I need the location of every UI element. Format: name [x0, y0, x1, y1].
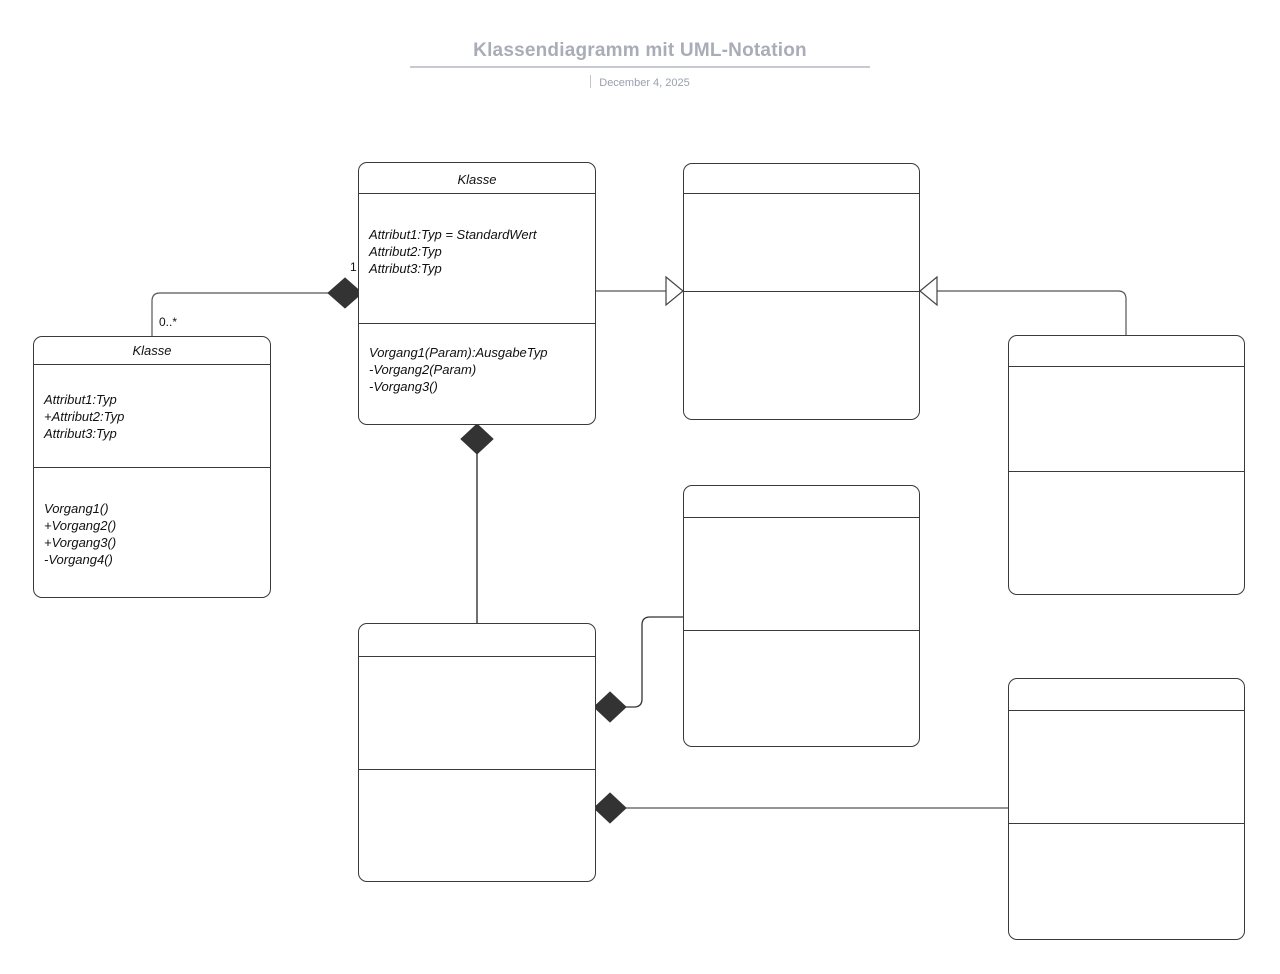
uml-class-box-middle-right[interactable]: [683, 485, 920, 747]
uml-class-box-top-right[interactable]: [683, 163, 920, 420]
class-compartment-divider: [34, 467, 270, 468]
class-compartment-divider: [359, 769, 595, 770]
class-compartment-divider: [684, 517, 919, 518]
class-compartment-divider: [1009, 823, 1244, 824]
class-compartment-divider: [684, 193, 919, 194]
class-name-label: Klasse: [457, 172, 497, 187]
composition-diamond-bottomright: [593, 792, 627, 824]
class-compartment-divider: [359, 656, 595, 657]
generalization-arrow-right-icon: [919, 275, 938, 307]
class-compartment-divider: [359, 193, 595, 194]
document-date-label: December 4, 2025: [599, 77, 690, 89]
composition-diamond-left: [327, 277, 363, 309]
date-tick-icon: [590, 75, 592, 88]
class-compartment-divider: [684, 291, 919, 292]
uml-class-box-far-right[interactable]: [1008, 335, 1245, 595]
class-compartment-divider: [684, 630, 919, 631]
uml-class-box-bottom-right[interactable]: [1008, 678, 1245, 940]
composition-link-midright: [625, 616, 683, 708]
generalization-arrow-center-icon: [665, 275, 684, 307]
class-compartment-divider: [1009, 366, 1244, 367]
class-compartment-divider: [359, 323, 595, 324]
document-header: Klassendiagramm mit UML-Notation Decembe…: [0, 0, 1280, 110]
composition-diamond-bottom: [460, 423, 494, 455]
class-compartment-divider: [34, 364, 270, 365]
class-operations-center: Vorgang1(Param):AusgabeTyp-Vorgang2(Para…: [369, 345, 548, 394]
class-operations-left: Vorgang1()+Vorgang2()+Vorgang3()-Vorgang…: [44, 501, 117, 567]
document-date: December 4, 2025: [0, 75, 1280, 89]
page-title: Klassendiagramm mit UML-Notation: [473, 40, 807, 61]
composition-diamond-midright: [593, 691, 627, 723]
multiplicity-source: 1: [350, 260, 357, 274]
class-compartment-divider: [1009, 471, 1244, 472]
composition-link-left: [151, 292, 345, 336]
class-name-label: Klasse: [132, 343, 172, 358]
multiplicity-target: 0..*: [159, 315, 178, 329]
uml-class-box-bottom-center[interactable]: [358, 623, 596, 882]
class-compartment-divider: [1009, 710, 1244, 711]
generalization-link-right: [937, 290, 1127, 335]
title-divider: [410, 66, 870, 68]
